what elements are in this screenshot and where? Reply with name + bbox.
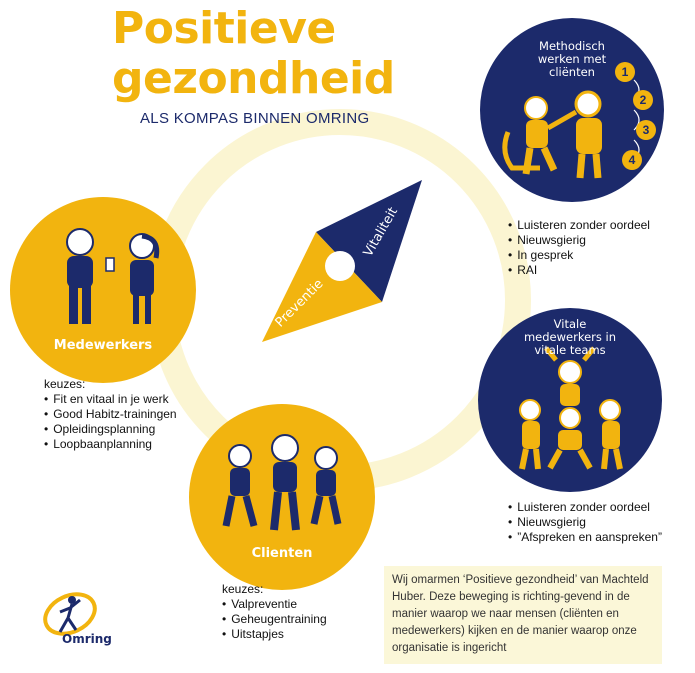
- list-item: Good Habitz-trainingen: [44, 407, 176, 422]
- list-item: Nieuwsgierig: [508, 233, 650, 248]
- people-illustration-medewerkers: [66, 228, 160, 324]
- compass-navy-needle: [316, 180, 422, 302]
- caption-medewerkers: keuzes:: [44, 377, 86, 391]
- list-item: Fit en vitaal in je werk: [44, 392, 177, 407]
- list-item: Uitstapjes: [222, 627, 327, 642]
- circle-medewerkers: [10, 197, 196, 383]
- list-medewerkers: Fit en vitaal in je werk Good Habitz-tra…: [44, 392, 177, 452]
- omring-logo-icon: [43, 592, 97, 636]
- label-medewerkers: Medewerkers: [53, 338, 153, 353]
- list-item: RAI: [508, 263, 650, 278]
- list-item: Nieuwsgierig: [508, 515, 662, 530]
- list-item: ”Afspreken en aanspreken”: [508, 530, 662, 545]
- step-badge-4: 4: [622, 150, 642, 170]
- list-item: Valpreventie: [222, 597, 327, 612]
- list-item: In gesprek: [508, 248, 650, 263]
- step-badge-3: 3: [636, 120, 656, 140]
- list-item: Loopbaanplanning: [44, 437, 177, 452]
- caption-clienten: keuzes:: [222, 582, 264, 596]
- label-methodisch: Methodisch werken met cliënten: [537, 39, 607, 79]
- list-item: Luisteren zonder oordeel: [508, 500, 662, 515]
- people-illustration-methodisch: [502, 90, 602, 179]
- list-item: Opleidingsplanning: [44, 422, 177, 437]
- list-vitale: Luisteren zonder oordeel Nieuwsgierig ”A…: [508, 500, 662, 545]
- step-badge-2: 2: [633, 90, 653, 110]
- label-vitale: Vitale medewerkers in vitale teams: [523, 317, 617, 357]
- list-item: Geheugentraining: [222, 612, 326, 627]
- logo-text: Omring: [62, 632, 112, 646]
- people-illustration-clienten: [222, 434, 342, 531]
- list-methodisch: Luisteren zonder oordeel Nieuwsgierig In…: [508, 218, 650, 278]
- page-subtitle: ALS KOMPAS BINNEN OMRING: [140, 110, 370, 127]
- step-badge-1: 1: [615, 62, 635, 82]
- compass-center: [325, 251, 355, 281]
- circle-clienten: [189, 404, 375, 590]
- note-box: Wij omarmen ‘Positieve gezondheid’ van M…: [384, 566, 662, 664]
- list-clienten: Valpreventie Geheugentraining Uitstapjes: [222, 597, 327, 642]
- label-clienten: Clienten: [251, 546, 313, 561]
- compass-yellow-needle: [262, 232, 382, 342]
- people-illustration-vitale: [519, 346, 623, 470]
- list-item: Luisteren zonder oordeel: [508, 218, 650, 233]
- page-title: Positieve gezondheid: [112, 3, 395, 104]
